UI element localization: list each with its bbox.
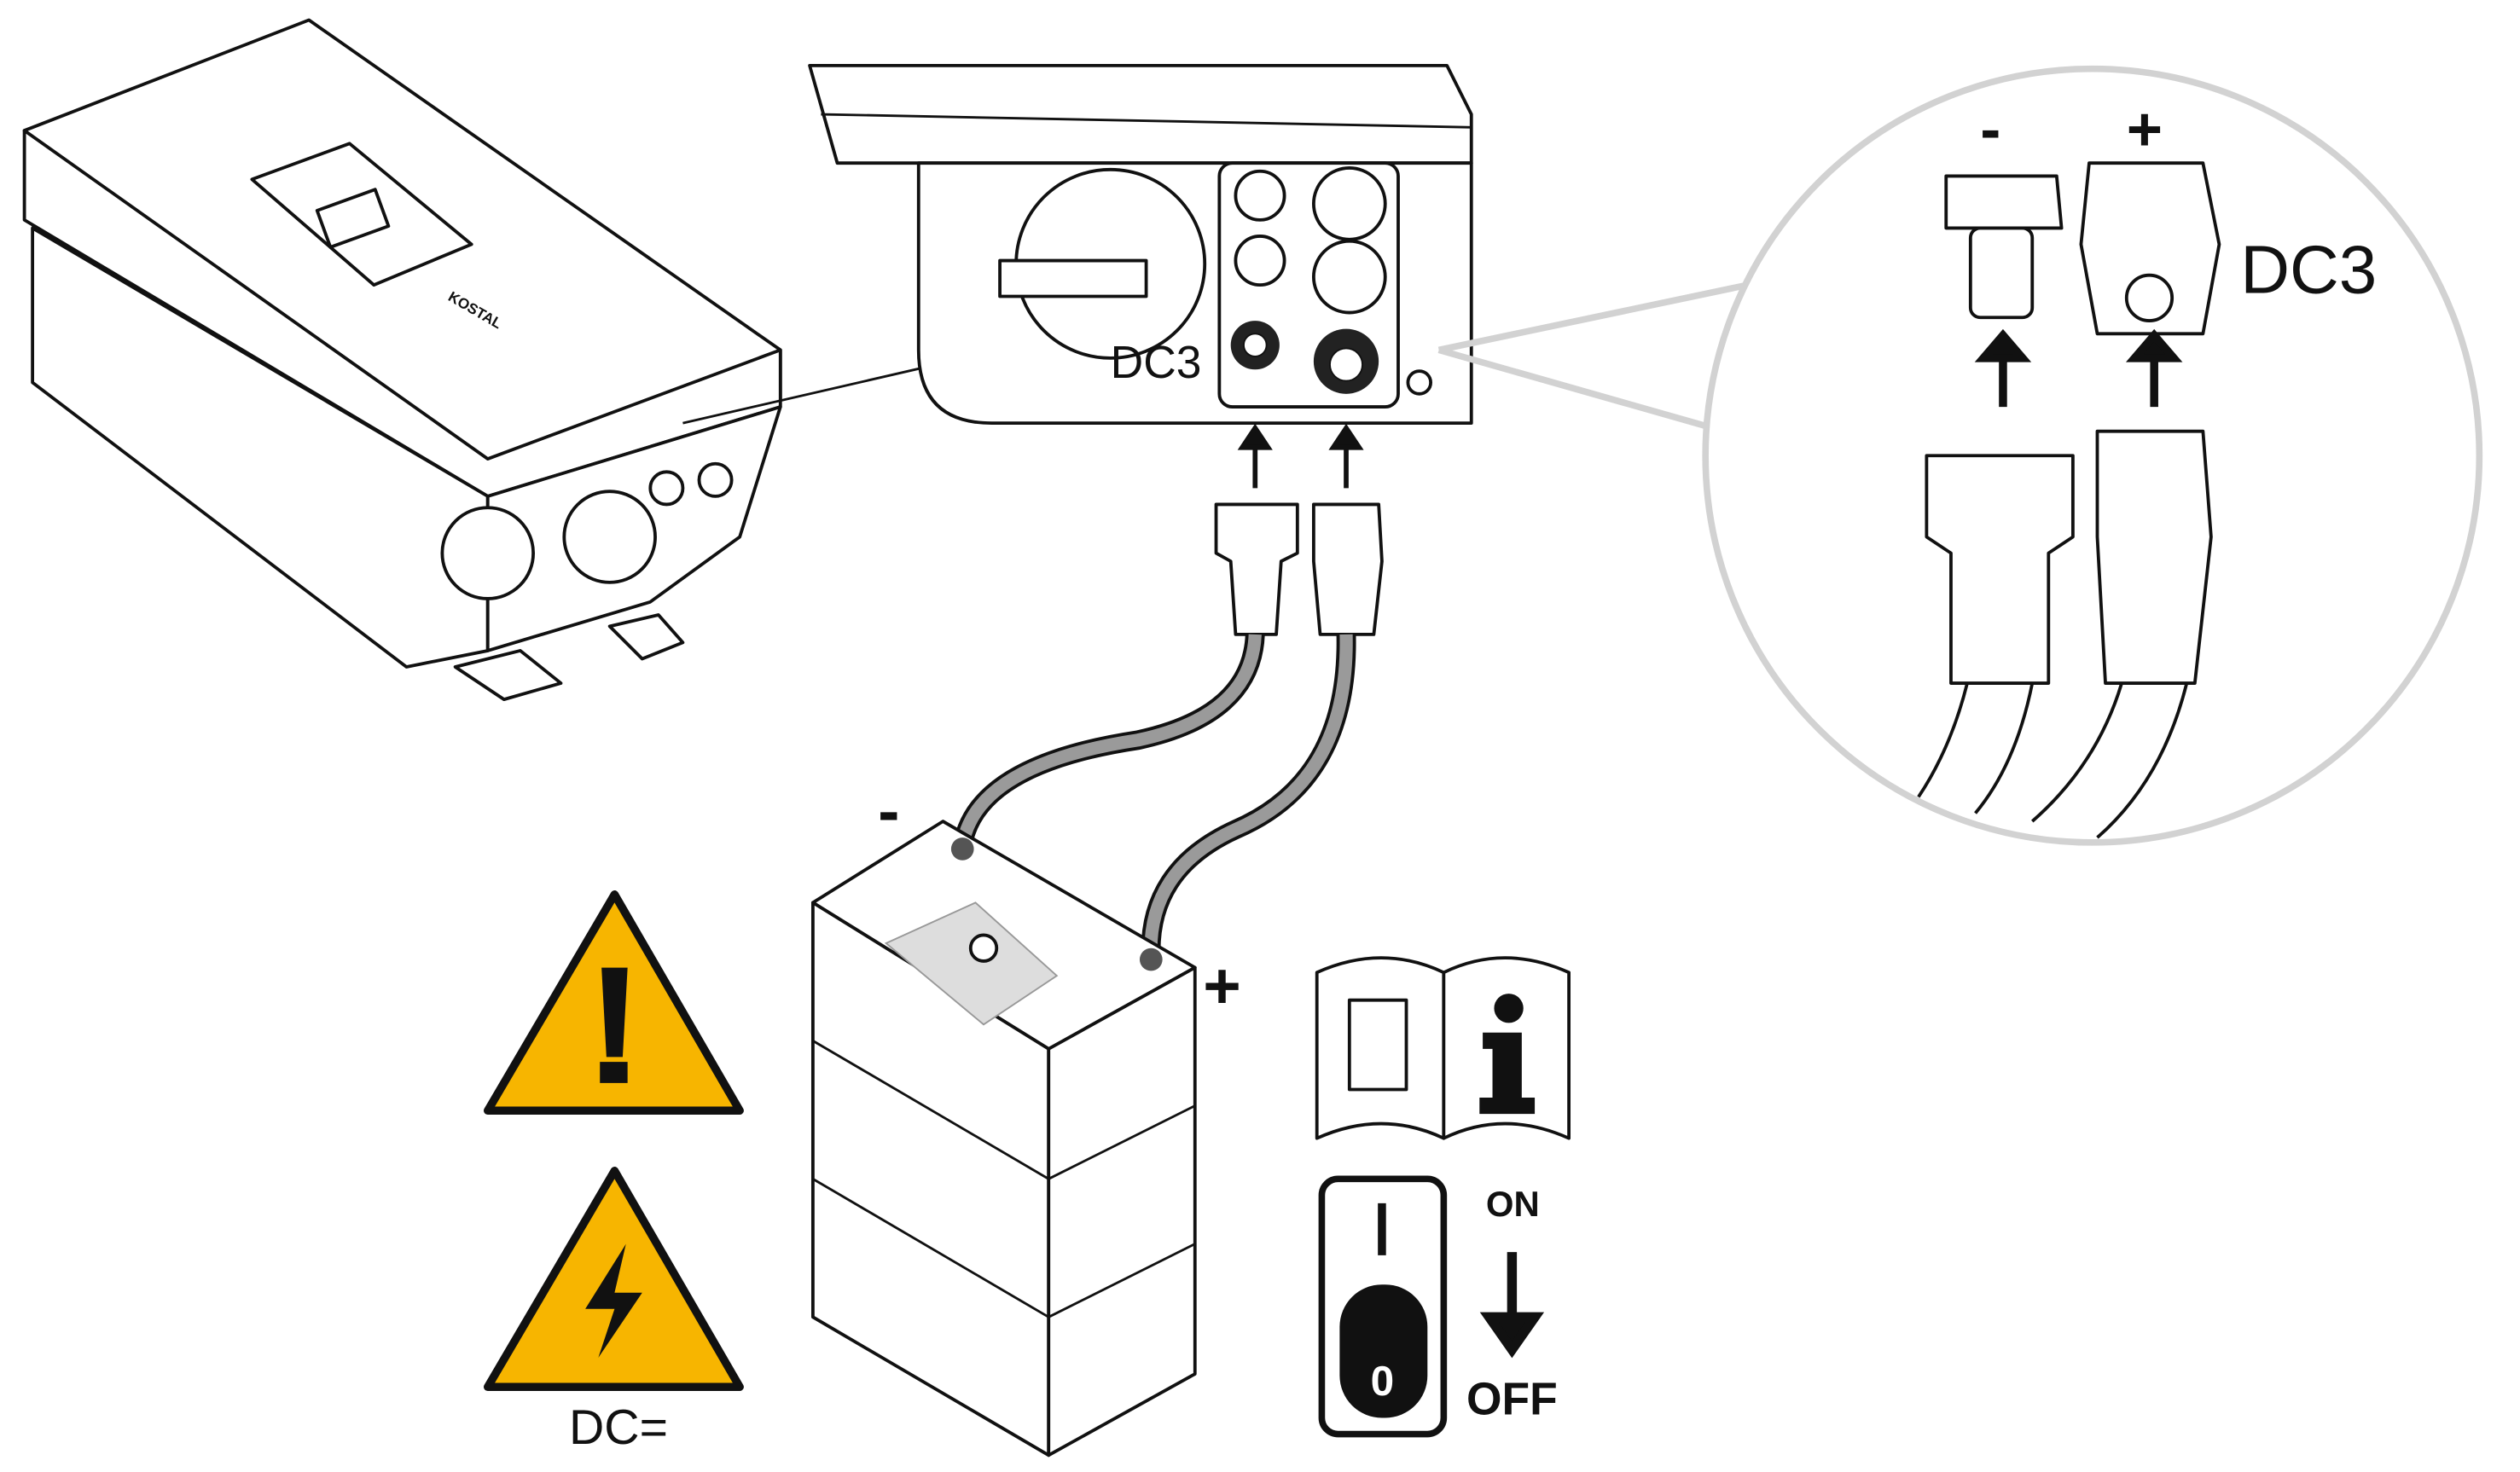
switch-on-label: ON — [1486, 1184, 1540, 1224]
magnifier-callout: - + DC3 — [1437, 65, 2483, 846]
magnifier-minus-label: - — [1980, 95, 2000, 164]
battery-switch[interactable]: 0 — [1318, 1175, 1448, 1438]
dc-cable-plugs — [952, 502, 1384, 960]
battery-plus-label: + — [1203, 950, 1241, 1023]
arrow-down-icon — [1479, 1252, 1545, 1359]
electrical-hazard-icon — [483, 1167, 744, 1392]
magnifier-plus-label: + — [2127, 95, 2163, 164]
battery-minus-label: - — [878, 774, 899, 847]
arrow-up-icon — [1237, 423, 1273, 489]
arrow-up-icon — [1328, 423, 1364, 489]
dc-voltage-label: DC= — [569, 1400, 668, 1455]
magnifier-dc3-label: DC3 — [2240, 232, 2377, 308]
connection-panel-closeup: DC3 — [808, 63, 1473, 426]
general-warning-icon — [483, 890, 744, 1116]
switch-off-label: OFF — [1466, 1375, 1558, 1425]
switch-state-label: 0 — [1371, 1357, 1395, 1405]
battery-stack: - + — [810, 774, 1241, 1458]
inverter-illustration: KOSTAL — [22, 18, 782, 702]
read-manual-icon — [1315, 956, 1571, 1140]
panel-dc3-label: DC3 — [1111, 338, 1202, 388]
